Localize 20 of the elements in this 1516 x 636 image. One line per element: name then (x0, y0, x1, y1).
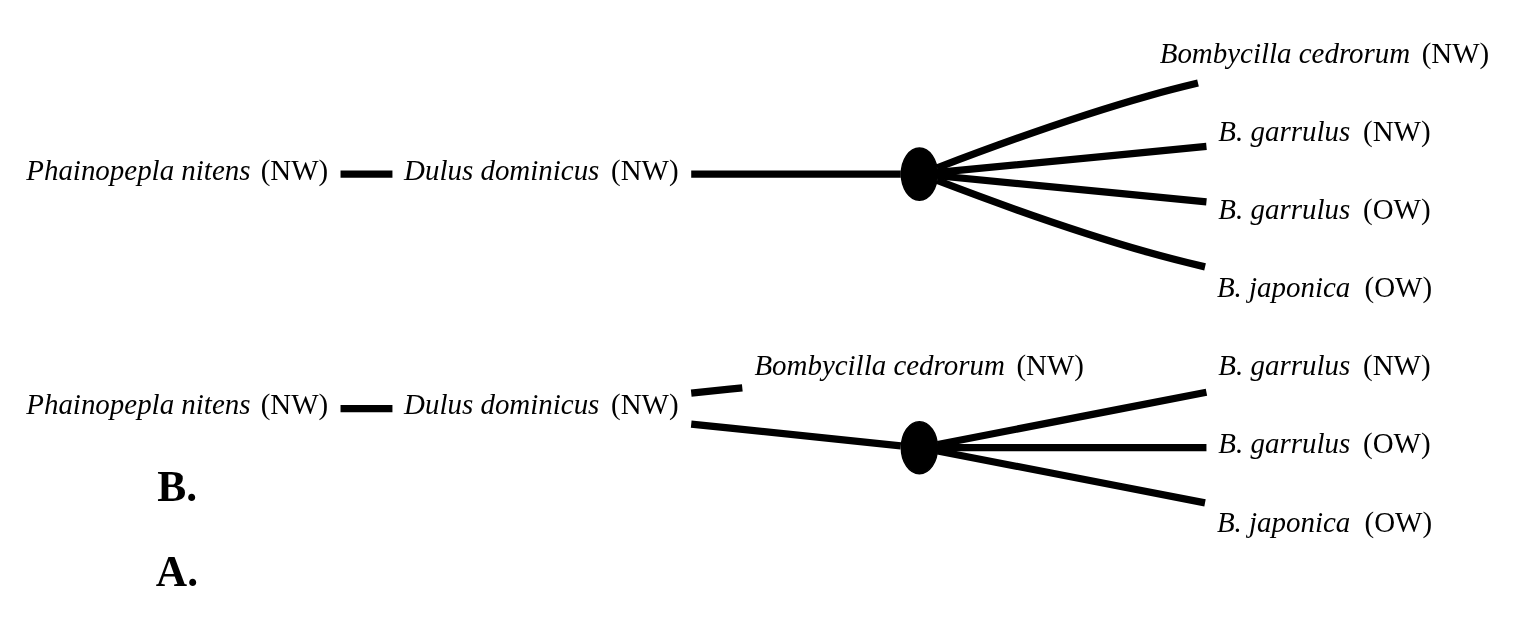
node-text: Phainopepla nitens (NW) (26, 387, 329, 420)
label: A. (155, 546, 198, 595)
node-oval (900, 146, 939, 201)
node-text: B. garrulus (NW) (1218, 348, 1431, 381)
node-text: B. garrulus (NW) (1218, 114, 1431, 147)
node-text: Dulus dominicus (NW) (404, 153, 679, 186)
label: B. (157, 461, 198, 510)
node-text: B. japonica (OW) (1216, 270, 1433, 303)
node-text: B. garrulus (OW) (1218, 426, 1431, 459)
node-text: Phainopepla nitens (NW) (26, 153, 329, 186)
node-oval (900, 420, 939, 474)
node-text: B. japonica (OW) (1216, 505, 1433, 538)
node-text: B. garrulus (OW) (1218, 192, 1431, 225)
node-text: Bombycilla cedrorum (NW) (1159, 36, 1490, 69)
node-text: Dulus dominicus (NW) (404, 387, 679, 420)
node-text: Bombycilla cedrorum (NW) (754, 348, 1084, 381)
connector (935, 176, 1206, 270)
connector (690, 383, 743, 397)
connector (935, 79, 1199, 171)
connector (690, 419, 902, 449)
